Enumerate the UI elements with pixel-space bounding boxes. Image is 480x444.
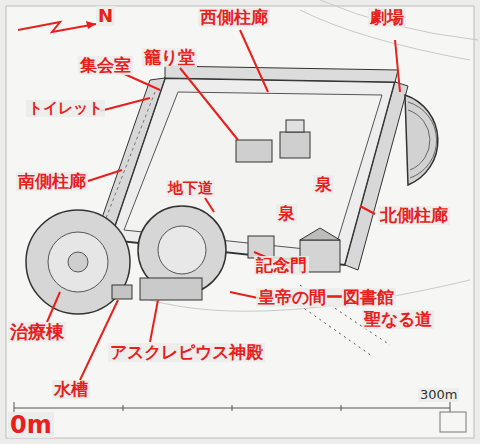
area-label: 水槽 — [52, 380, 90, 399]
area-label: 集会室 — [78, 56, 133, 75]
spring-label: 泉 — [276, 204, 297, 223]
area-label: 聖なる道 — [362, 310, 434, 329]
area-label: 記念門 — [254, 256, 309, 275]
area-label: 地下道 — [166, 180, 215, 197]
area-label: 劇場 — [368, 8, 406, 27]
area-label: 治療棟 — [8, 322, 66, 342]
area-label: 北側柱廊 — [378, 206, 450, 225]
area-label: 皇帝の間ー図書館 — [256, 288, 396, 307]
spring-label: 泉 — [313, 175, 334, 194]
area-label: 籠り堂 — [142, 48, 197, 67]
area-label: アスクレピウス神殿 — [108, 343, 265, 362]
north-mark: N — [96, 6, 115, 26]
area-label: トイレット — [26, 100, 105, 117]
scale-label: 300m — [418, 388, 459, 402]
area-label: 南側柱廊 — [16, 172, 88, 191]
area-label: 西側柱廊 — [198, 8, 270, 27]
scale-label: 0m — [8, 412, 54, 438]
